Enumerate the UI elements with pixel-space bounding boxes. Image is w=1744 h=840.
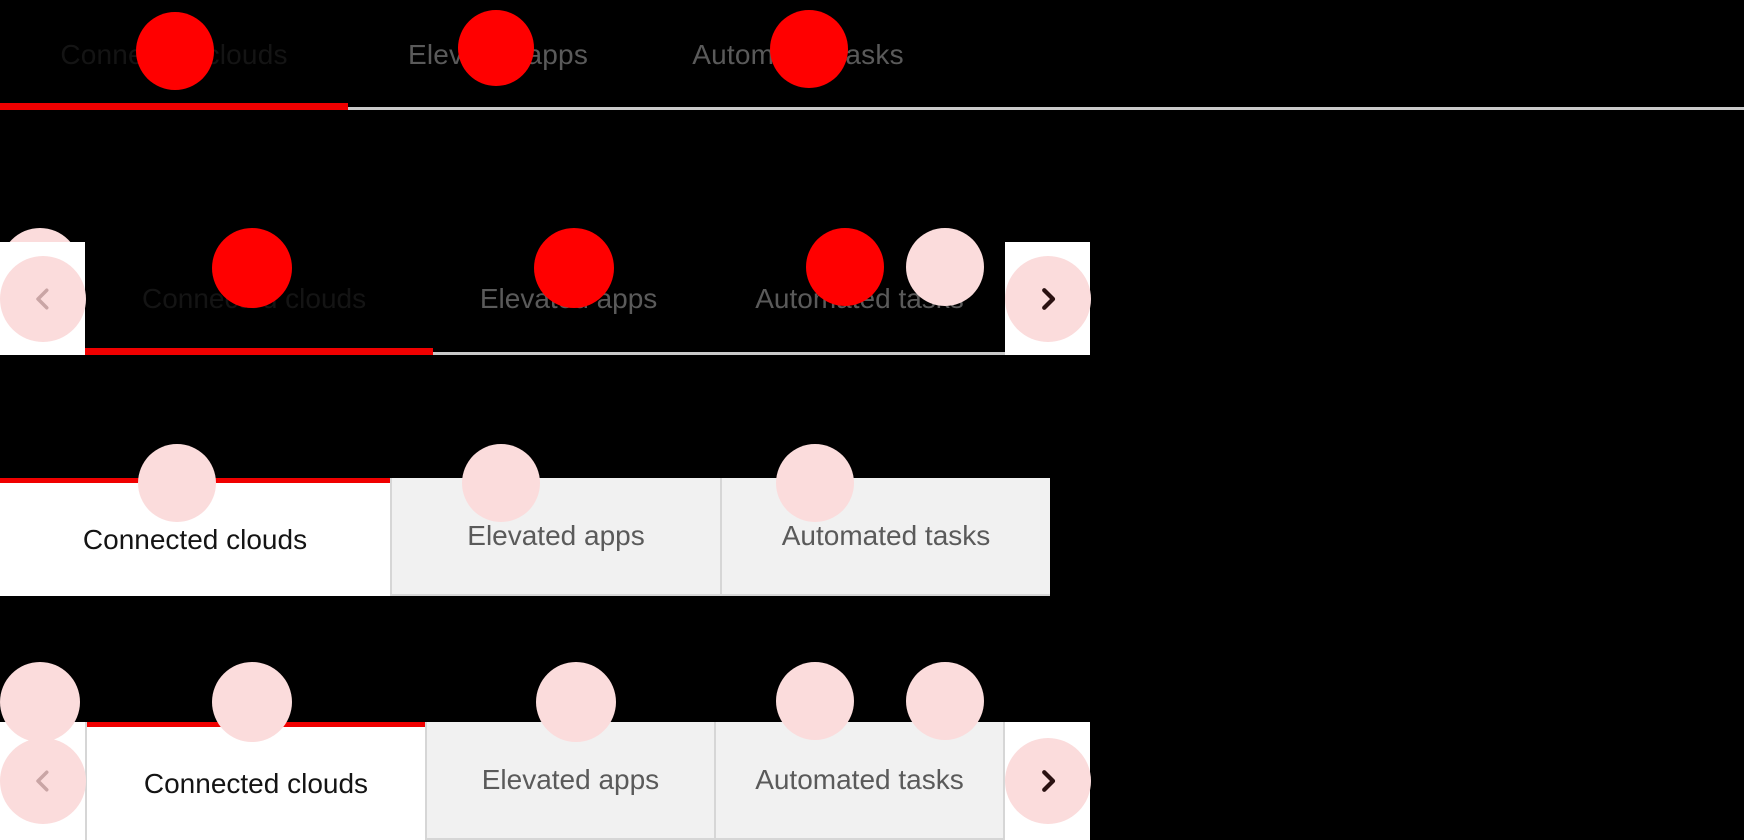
tab-label: Automated tasks <box>755 282 964 314</box>
tab-automated-tasks[interactable]: Automated tasks <box>720 478 1050 596</box>
tab-label: Elevated apps <box>407 39 589 70</box>
tab-automated-tasks[interactable]: Automated tasks <box>648 0 948 110</box>
tab-label: Automated tasks <box>755 764 964 795</box>
tab-label: Connected clouds <box>82 523 308 555</box>
chevron-right-icon <box>1041 287 1055 310</box>
tab-scroll-viewport[interactable]: Connected clouds Elevated apps Automated… <box>87 722 1003 840</box>
button-halo <box>0 738 86 824</box>
tab-scroll-viewport[interactable]: Connected clouds Elevated apps Automated… <box>85 242 1005 355</box>
tab-connected-clouds[interactable]: Connected clouds <box>0 0 348 110</box>
tab-label: Automated tasks <box>781 520 991 551</box>
tab-label: Automated tasks <box>692 39 904 70</box>
chevron-right-icon <box>1041 770 1055 792</box>
scroll-prev-button[interactable] <box>0 722 87 840</box>
active-tab-indicator <box>0 103 348 110</box>
button-halo <box>1004 738 1091 824</box>
tab-elevated-apps[interactable]: Elevated apps <box>424 722 714 840</box>
tablist: Connected clouds Elevated apps Automated… <box>0 242 1091 355</box>
tab-label: Elevated apps <box>467 520 645 551</box>
tabbar-underline-scrollable: Connected clouds Elevated apps Automated… <box>0 242 1091 355</box>
tablist: Connected clouds Elevated apps Automated… <box>0 722 1091 840</box>
tab-label: Elevated apps <box>479 282 658 314</box>
tab-label: Connected clouds <box>143 767 369 799</box>
chevron-left-icon <box>35 770 48 792</box>
button-halo <box>1004 255 1091 342</box>
scroll-next-button[interactable] <box>1003 722 1091 840</box>
tab-elevated-apps[interactable]: Elevated apps <box>348 0 648 110</box>
tab-connected-clouds[interactable]: Connected clouds <box>87 722 425 840</box>
tab-baseline <box>85 352 1005 355</box>
tab-connected-clouds[interactable]: Connected clouds <box>0 478 390 596</box>
tab-automated-tasks[interactable]: Automated tasks <box>713 722 1003 840</box>
tablist: Connected clouds Elevated apps Automated… <box>0 0 1744 110</box>
scroll-next-button[interactable] <box>1004 242 1091 355</box>
tabbar-underline: Connected clouds Elevated apps Automated… <box>0 0 1744 112</box>
chevron-left-icon <box>35 288 48 309</box>
scroll-prev-button[interactable] <box>0 242 86 355</box>
tabbar-boxed-scrollable: Connected clouds Elevated apps Automated… <box>0 722 1091 840</box>
tab-label: Connected clouds <box>60 39 288 70</box>
tab-automated-tasks[interactable]: Automated tasks <box>714 242 1005 355</box>
tab-label: Connected clouds <box>141 282 367 314</box>
tab-elevated-apps[interactable]: Elevated apps <box>390 478 720 596</box>
tab-elevated-apps[interactable]: Elevated apps <box>423 242 714 355</box>
active-tab-indicator <box>85 348 433 355</box>
tablist: Connected clouds Elevated apps Automated… <box>0 478 1090 596</box>
tab-label: Elevated apps <box>481 764 660 795</box>
tab-connected-clouds[interactable]: Connected clouds <box>85 242 423 355</box>
tab-baseline <box>0 107 1744 110</box>
tabbar-boxed: Connected clouds Elevated apps Automated… <box>0 478 1090 596</box>
